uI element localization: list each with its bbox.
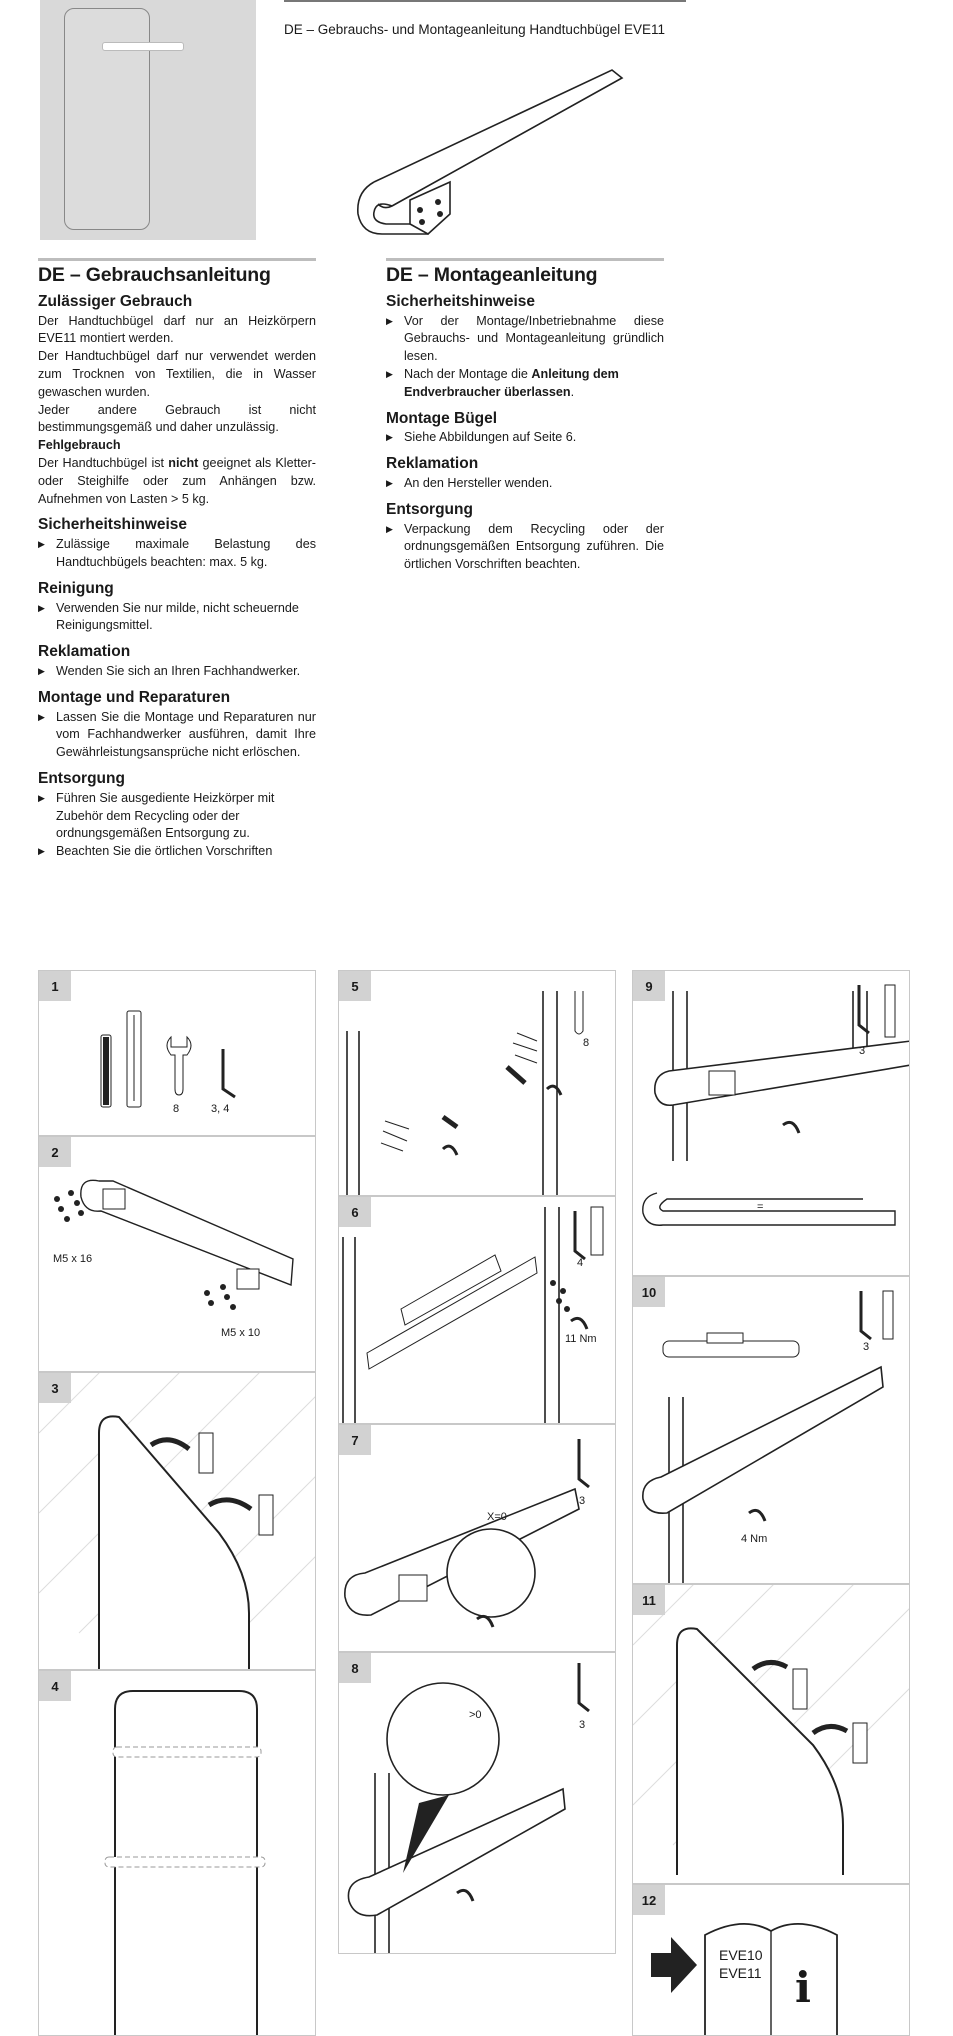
figure-10: 10 3 4 Nm: [632, 1276, 910, 1584]
misuse-text: Der Handtuchbügel ist nicht geeignet als…: [38, 455, 316, 506]
permitted-use-p3: Jeder andere Gebrauch ist nicht bestimmu…: [38, 402, 316, 435]
info-icon: i: [795, 1963, 811, 2012]
heading-disposal-2: Entsorgung: [386, 500, 473, 518]
key-size: 3: [579, 1495, 586, 1507]
towel-bar-illustration: [357, 69, 624, 235]
usage-title: DE – Gebrauchsanleitung: [38, 264, 271, 286]
clearance-label: X=0: [487, 1511, 507, 1523]
figure-number: 4: [39, 1671, 71, 1701]
page-title: DE – Gebrauchs- und Montageanleitung Han…: [284, 22, 666, 37]
list-item: Siehe Abbildungen auf Seite 6.: [386, 429, 664, 447]
heading-safety-notes: Sicherheitshinweise: [386, 292, 536, 310]
key-size: 3: [863, 1341, 870, 1353]
heading-installation-repairs: Montage und Reparaturen: [38, 688, 231, 706]
list-item: Vor der Montage/Inbetriebnahme diese Geb…: [386, 313, 664, 366]
heading-complaint: Reklamation: [386, 455, 479, 473]
usage-instructions: DE – Gebrauchsanleitung Zulässiger Gebra…: [38, 258, 316, 861]
torque-label: 4 Nm: [741, 1533, 768, 1545]
permitted-use-p2: Der Handtuchbügel darf nur verwendet wer…: [38, 349, 316, 399]
figure-number: 7: [339, 1425, 371, 1455]
figure-6: 6 4 11 Nm: [338, 1196, 616, 1424]
figure-9: 9 3 =: [632, 970, 910, 1276]
section-rule: [38, 258, 316, 261]
figure-number: 11: [633, 1585, 665, 1615]
header-rule: [284, 0, 686, 2]
figure-number: 5: [339, 971, 371, 1001]
key-size: 3: [579, 1719, 586, 1731]
key-size: 3, 4: [211, 1103, 230, 1115]
heading-misuse: Fehlgebrauch: [38, 438, 121, 453]
list-item: Führen Sie ausgediente Heizkörper mit Zu…: [38, 790, 316, 843]
wrench-size: 8: [173, 1103, 180, 1115]
figure-number: 1: [39, 971, 71, 1001]
figure-number: 2: [39, 1137, 71, 1167]
list-item: Wenden Sie sich an Ihren Fachhandwerker.: [38, 663, 316, 681]
figure-12: 12 EVE10 EVE11 i: [632, 1884, 910, 2036]
figure-number: 12: [633, 1885, 665, 1915]
screw-label-top: M5 x 16: [53, 1253, 93, 1265]
book-line-1: EVE10: [719, 1947, 763, 1963]
list-item: Verwenden Sie nur milde, nicht scheuernd…: [38, 600, 316, 636]
figure-number: 3: [39, 1373, 71, 1403]
list-item: Nach der Montage die Anleitung dem Endve…: [386, 366, 664, 402]
list-item: Beachten Sie die örtlichen Vorschriften: [38, 843, 316, 861]
heading-cleaning: Reinigung: [38, 579, 114, 597]
list-item: An den Hersteller wenden.: [386, 475, 664, 493]
equal-label: =: [757, 1201, 764, 1213]
heading-complaints: Reklamation: [38, 643, 131, 661]
figure-2: 2 M5 x 16 M5 x 10: [38, 1136, 316, 1372]
figure-3: 3: [38, 1372, 316, 1670]
heading-mounting-bar: Montage Bügel: [386, 409, 498, 427]
figure-11: 11: [632, 1584, 910, 1884]
figure-7: 7 3 X=0: [338, 1424, 616, 1652]
installation-instructions: DE – Montageanleitung Sicherheitshinweis…: [386, 258, 664, 574]
figure-1: 1 8 3, 4: [38, 970, 316, 1136]
figure-number: 10: [633, 1277, 665, 1307]
figure-number: 9: [633, 971, 665, 1001]
heading-permitted-use: Zulässiger Gebrauch: [38, 292, 193, 310]
section-rule: [386, 258, 664, 261]
installation-title: DE – Montageanleitung: [386, 264, 598, 286]
wrench-size: 8: [583, 1037, 590, 1049]
figure-number: 6: [339, 1197, 371, 1227]
permitted-use-p1: Der Handtuchbügel darf nur an Heizkörper…: [38, 313, 316, 346]
heading-safety: Sicherheitshinweise: [38, 516, 188, 534]
towel-bar-shape: [102, 42, 184, 51]
figure-4: 4: [38, 1670, 316, 2036]
list-item: Lassen Sie die Montage und Reparaturen n…: [38, 709, 316, 762]
figure-number: 8: [339, 1653, 371, 1683]
torque-label: 11 Nm: [565, 1333, 597, 1345]
gap-label: >0: [469, 1709, 482, 1721]
list-item: Verpackung dem Recycling oder der ordnun…: [386, 521, 664, 574]
figure-8: 8 3 >0: [338, 1652, 616, 1954]
key-size: 3: [859, 1045, 866, 1057]
book-line-2: EVE11: [719, 1965, 762, 1981]
key-size: 4: [577, 1257, 584, 1269]
figure-5: 5 8: [338, 970, 616, 1196]
heading-disposal: Entsorgung: [38, 769, 125, 787]
screw-label-bottom: M5 x 10: [221, 1327, 261, 1339]
list-item: Zulässige maximale Belastung des Handtuc…: [38, 536, 316, 572]
